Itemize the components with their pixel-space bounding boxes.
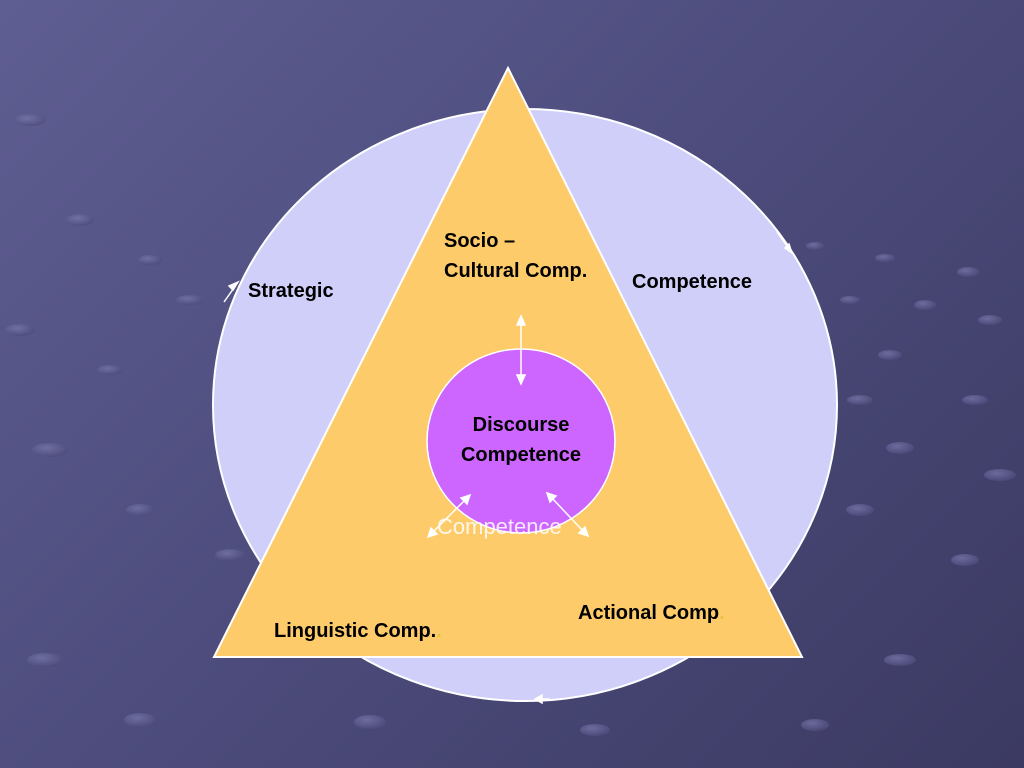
background-pattern	[5, 114, 1016, 736]
actional-label-dot: .	[719, 602, 725, 624]
linguistic-label-dot: .	[436, 620, 442, 642]
actional-competence-label: Actional Comp.	[578, 598, 725, 628]
competence-label: Competence	[632, 271, 753, 293]
socio-cultural-label: Socio – Cultural Comp.	[444, 226, 587, 286]
actional-label-text: Actional Comp	[578, 602, 720, 624]
linguistic-competence-label: Linguistic Comp..	[274, 616, 442, 646]
discourse-label-line1: Discourse	[472, 414, 570, 436]
ghost-competence-text: Competence	[437, 514, 562, 539]
linguistic-label-text: Linguistic Comp.	[274, 620, 437, 642]
discourse-competence-label: Discourse Competence	[432, 410, 610, 470]
strategic-label: Strategic	[248, 280, 334, 302]
socio-label-line2: Cultural Comp.	[444, 260, 588, 282]
connector-arrows	[426, 314, 590, 539]
socio-label-line1: Socio –	[444, 230, 516, 252]
discourse-label-line2: Competence	[460, 444, 582, 466]
circle-edge-arrows	[223, 231, 794, 705]
